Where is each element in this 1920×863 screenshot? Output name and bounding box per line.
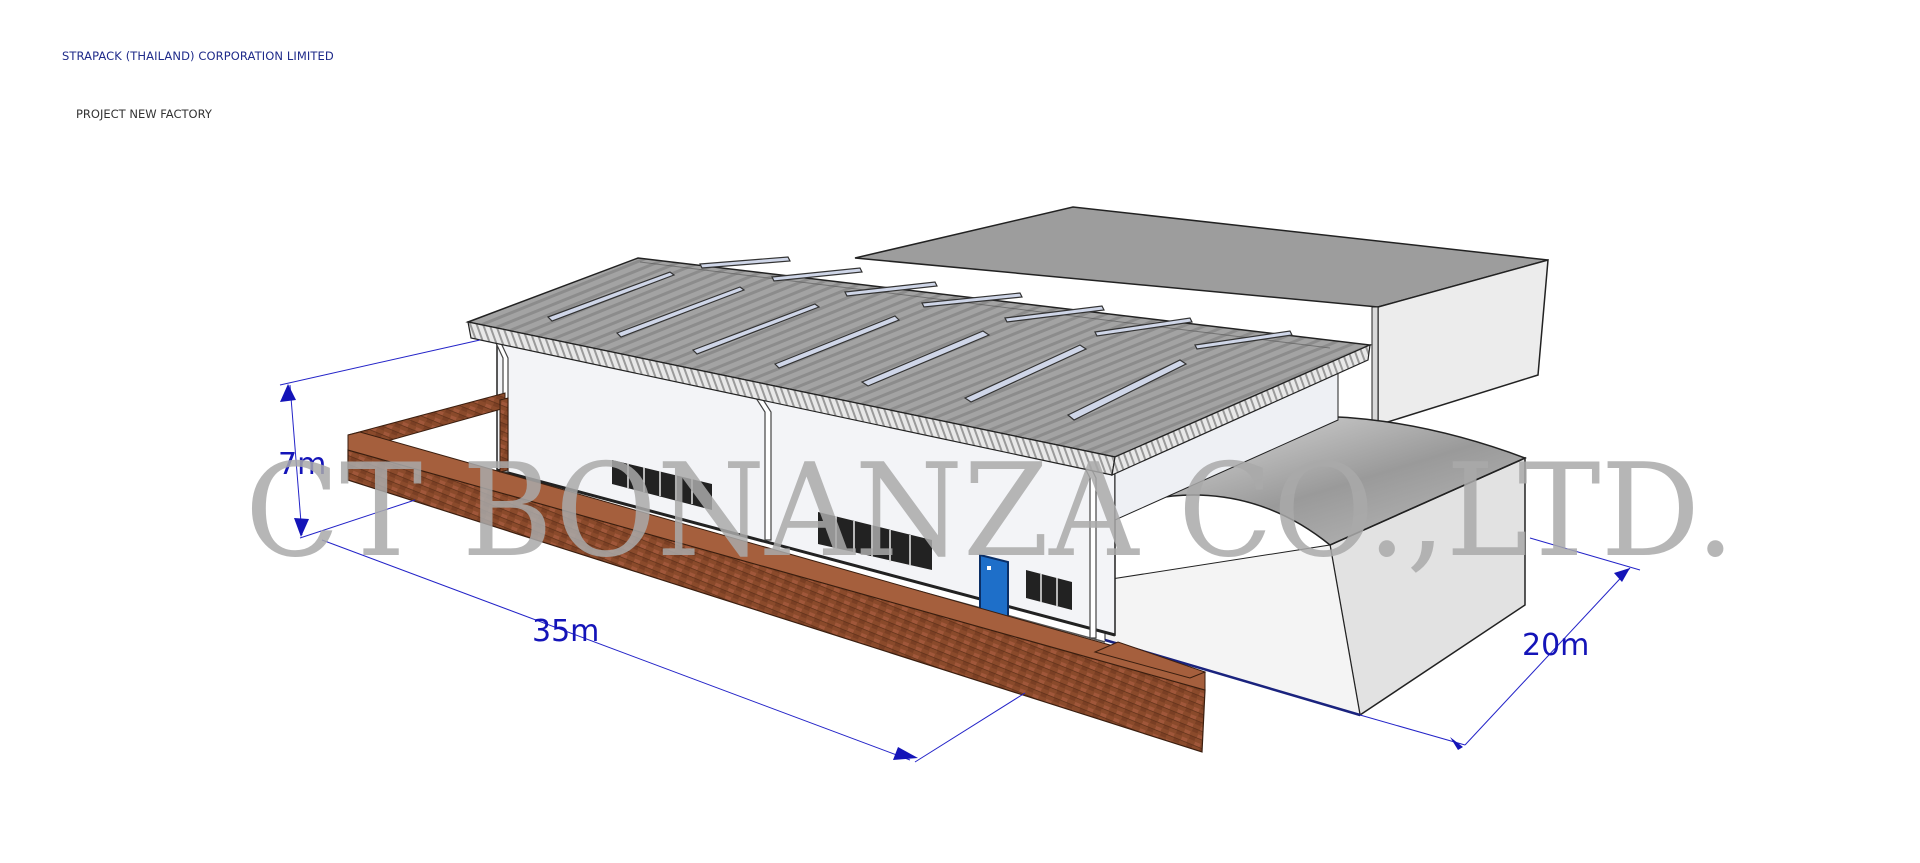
rear-building [854, 206, 1549, 432]
length-dimension-label: 35m [532, 614, 599, 649]
width-dimension-label: 20m [1522, 628, 1589, 663]
height-dimension-label: 7m [278, 447, 326, 482]
company-name: STRAPACK (THAILAND) CORPORATION LIMITED [62, 49, 334, 63]
windows [612, 460, 1072, 610]
main-roof [465, 256, 1373, 477]
skylights [546, 256, 1293, 421]
window-group-1 [612, 460, 712, 510]
watermark-text: CT BONANZA CO.,LTD. [245, 437, 1735, 586]
brick-fence [347, 392, 1207, 753]
dimension-lines [279, 339, 1641, 763]
window-group-3 [1026, 570, 1072, 610]
window-group-2 [818, 512, 932, 570]
project-title: PROJECT NEW FACTORY [76, 107, 212, 121]
dimension-arrows [280, 384, 1630, 760]
